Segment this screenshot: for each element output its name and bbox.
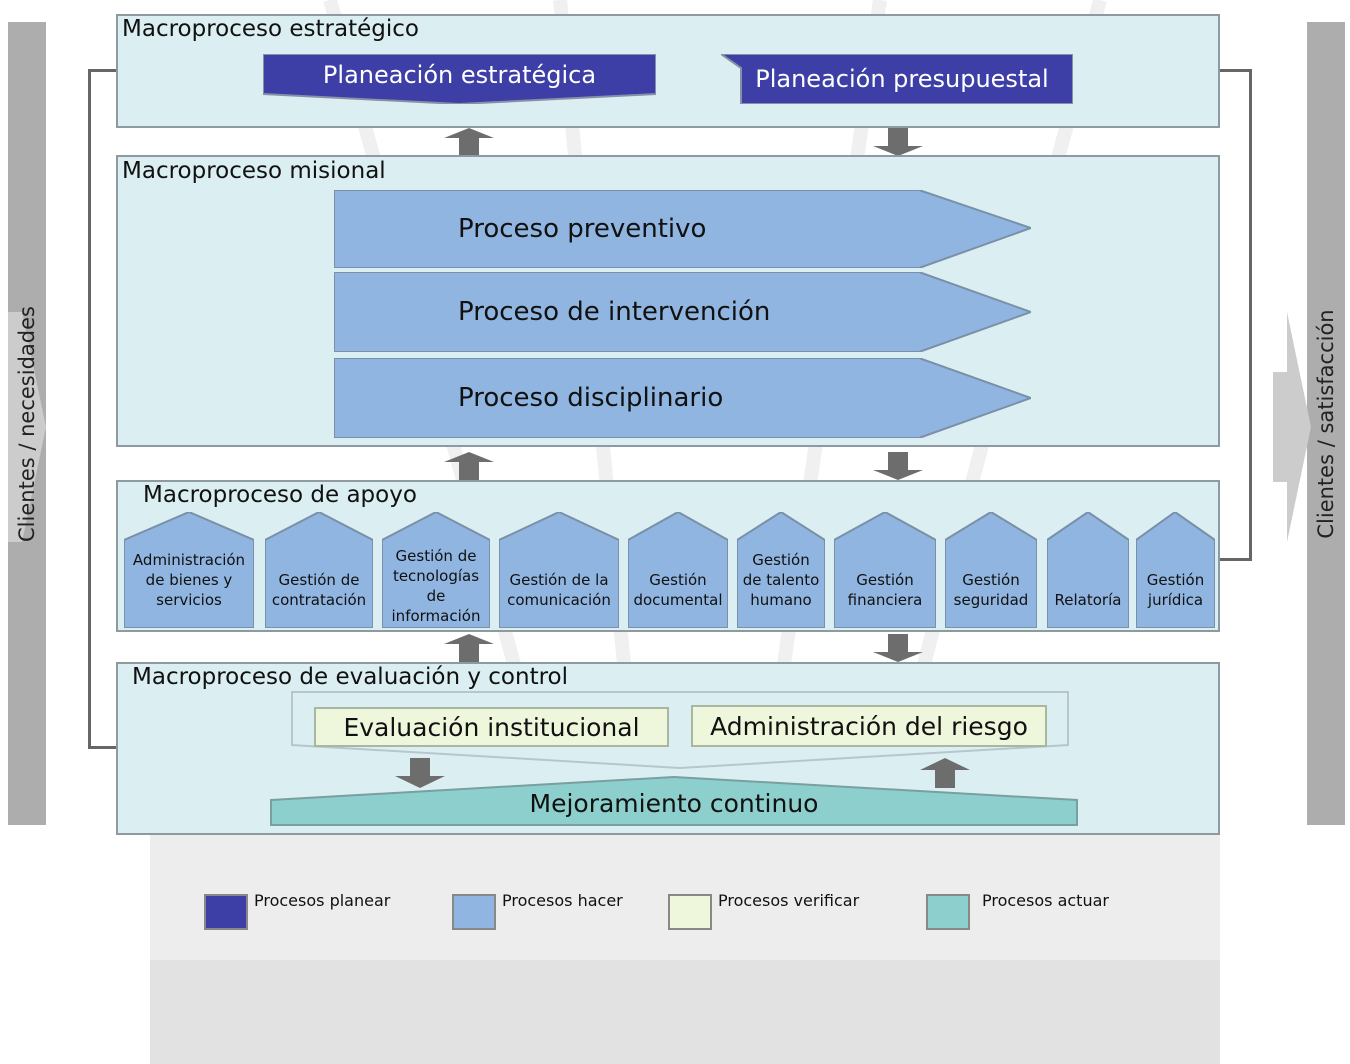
evaluacion-title: Macroproceso de evaluación y control [132, 664, 569, 690]
apoyo-gestion-talento[interactable]: Gestión de talento humano [737, 512, 825, 628]
down-arrow-icon [395, 758, 445, 788]
apoyo-gestion-comunicacion[interactable]: Gestión de la comunicación [499, 512, 619, 628]
proceso-disciplinario-process[interactable]: Proceso disciplinario [334, 358, 1031, 438]
apoyo-gestion-comunicacion-label: Gestión de la comunicación [507, 571, 611, 609]
planeacion-presupuestal-label: Planeación presupuestal [755, 65, 1049, 93]
apoyo-gestion-financiera[interactable]: Gestión financiera [834, 512, 936, 628]
evaluacion-institucional-label: Evaluación institucional [343, 712, 640, 742]
legend-swatch [204, 894, 248, 930]
apoyo-gestion-tecnologias[interactable]: Gestión de tecnologías de información [382, 512, 490, 628]
planeacion-estrategica-label: Planeación estratégica [322, 61, 597, 89]
estrategico-title: Macroproceso estratégico [122, 16, 419, 42]
apoyo-gestion-juridica[interactable]: Gestión jurídica [1136, 512, 1215, 628]
apoyo-gestion-juridica-label: Gestión jurídica [1146, 571, 1205, 609]
right-arrow-icon [8, 312, 46, 542]
apoyo-gestion-seguridad[interactable]: Gestión seguridad [945, 512, 1037, 628]
mejoramiento-continuo-process[interactable]: Mejoramiento continuo [270, 776, 1078, 826]
apoyo-gestion-talento-label: Gestión de talento humano [742, 551, 820, 609]
up-arrow-icon [444, 128, 494, 156]
planeacion-presupuestal-process[interactable]: Planeación presupuestal [721, 54, 1073, 104]
right-sidebar: Clientes / satisfacción [1273, 22, 1345, 825]
evaluation-funnel [291, 691, 1069, 770]
mejoramiento-continuo-label: Mejoramiento continuo [529, 788, 819, 818]
apoyo-gestion-seguridad-label: Gestión seguridad [953, 571, 1029, 609]
legend-swatch [452, 894, 496, 930]
proceso-preventivo-label: Proceso preventivo [458, 214, 707, 244]
right-sidebar-label: Clientes / satisfacción [1314, 308, 1338, 539]
up-arrow-icon [444, 452, 494, 480]
legend-label: Procesos actuar [982, 891, 1109, 910]
legend-label: Procesos hacer [502, 891, 623, 910]
apoyo-gestion-contratacion-label: Gestión de contratación [271, 571, 367, 609]
right-arrow-icon [1273, 312, 1311, 542]
down-arrow-icon [873, 452, 923, 480]
left-feedback-bracket [88, 69, 120, 749]
right-feedback-bracket [1216, 69, 1252, 561]
left-sidebar-label: Clientes / necesidades [15, 305, 39, 542]
left-sidebar: Clientes / necesidades [8, 22, 46, 825]
apoyo-title: Macroproceso de apoyo [143, 482, 417, 508]
evaluacion-institucional-process[interactable]: Evaluación institucional [314, 707, 669, 747]
legend-label: Procesos verificar [718, 891, 860, 910]
apoyo-gestion-financiera-label: Gestión financiera [847, 571, 923, 609]
proceso-disciplinario-label: Proceso disciplinario [458, 383, 724, 413]
down-arrow-icon [873, 128, 923, 156]
apoyo-administracion-bienes[interactable]: Administración de bienes y servicios [124, 512, 254, 628]
up-arrow-icon [920, 758, 970, 788]
proceso-intervencion-process[interactable]: Proceso de intervención [334, 272, 1031, 352]
legend-swatch [668, 894, 712, 930]
up-arrow-icon [444, 634, 494, 662]
legend-swatch [926, 894, 970, 930]
apoyo-gestion-contratacion[interactable]: Gestión de contratación [265, 512, 373, 628]
proceso-preventivo-process[interactable]: Proceso preventivo [334, 190, 1031, 268]
misional-title: Macroproceso misional [122, 158, 386, 184]
apoyo-gestion-documental-label: Gestión documental [633, 571, 723, 609]
administracion-riesgo-label: Administración del riesgo [710, 711, 1028, 741]
proceso-intervencion-label: Proceso de intervención [458, 297, 771, 327]
planeacion-estrategica-process[interactable]: Planeación estratégica [263, 54, 656, 104]
administracion-riesgo-process[interactable]: Administración del riesgo [691, 705, 1047, 747]
legend-label: Procesos planear [254, 891, 391, 910]
apoyo-gestion-documental[interactable]: Gestión documental [628, 512, 728, 628]
down-arrow-icon [873, 634, 923, 662]
apoyo-relatoria-label: Relatoría [1054, 591, 1122, 609]
apoyo-relatoria[interactable]: Relatoría [1047, 512, 1129, 628]
apoyo-gestion-tecnologias-label: Gestión de tecnologías de información [391, 547, 481, 625]
apoyo-administracion-bienes-label: Administración de bienes y servicios [132, 551, 246, 609]
